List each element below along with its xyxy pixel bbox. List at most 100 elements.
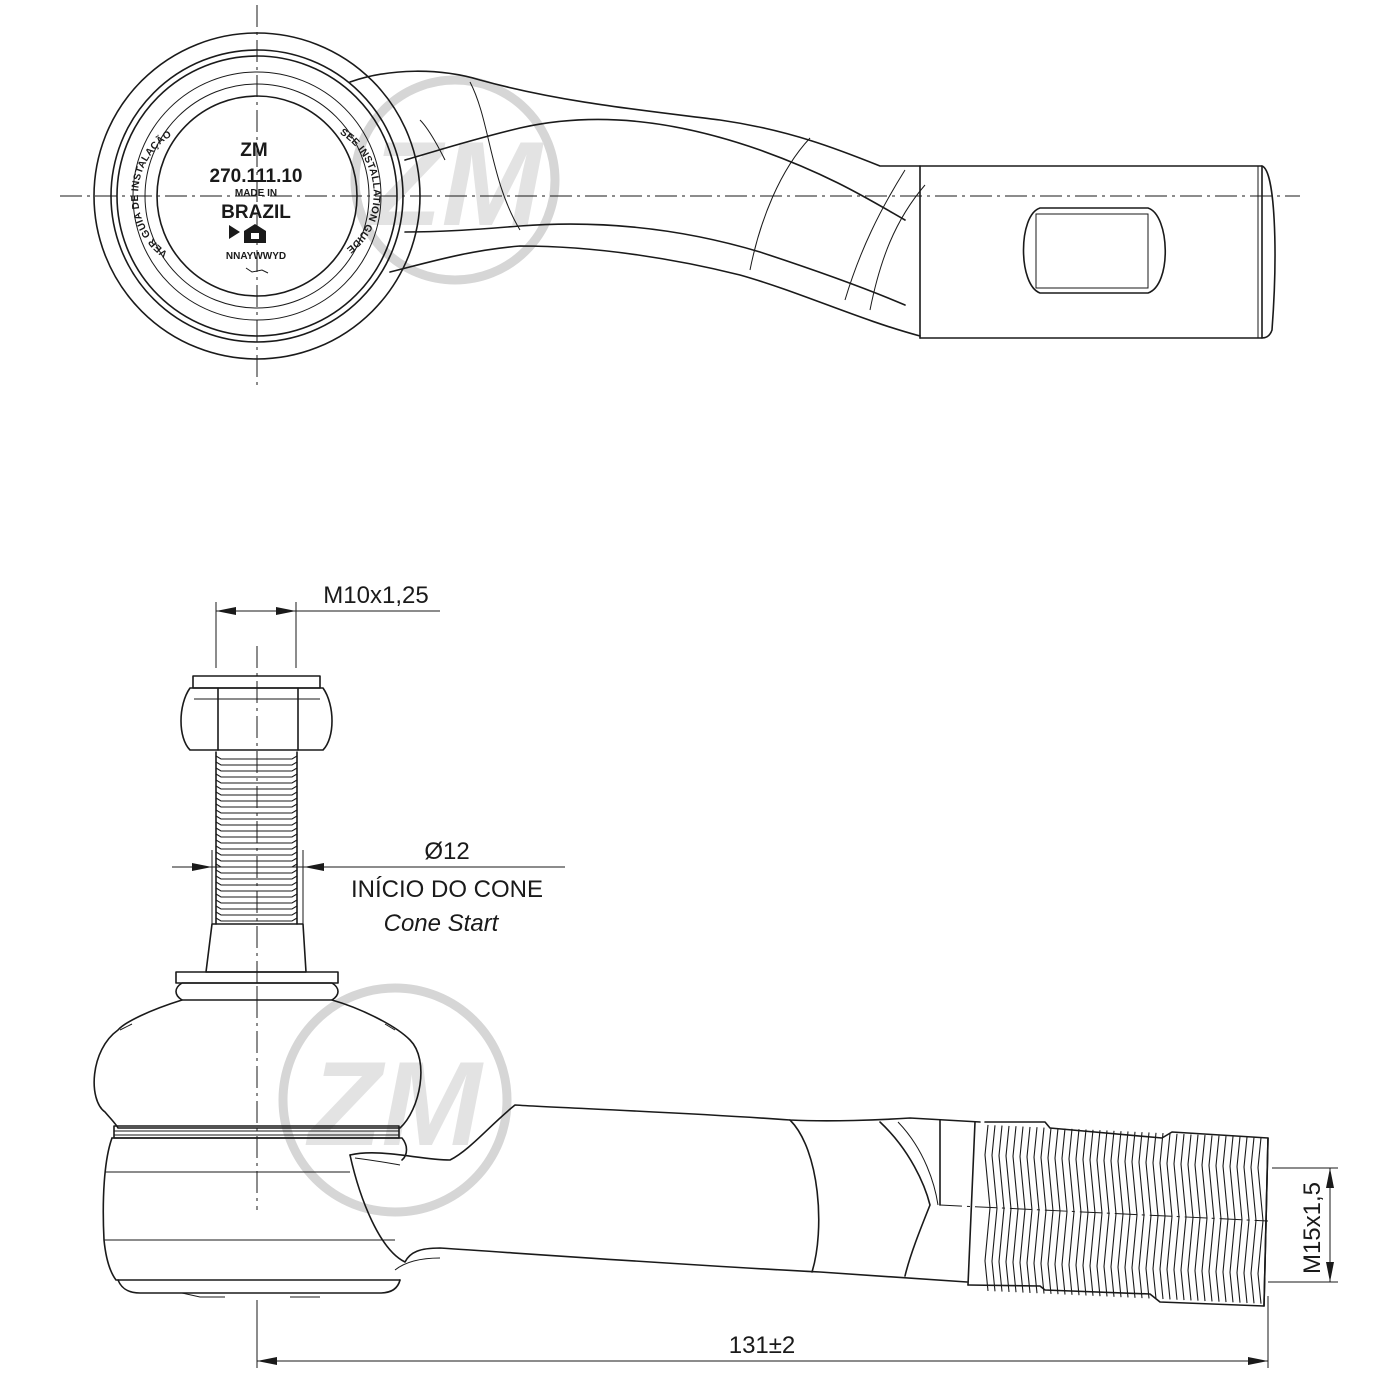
stud-thread-line xyxy=(215,845,298,850)
tube-thread-line xyxy=(991,1125,998,1292)
stud-thread-line xyxy=(215,839,298,844)
logo-icon xyxy=(229,224,266,243)
stud-thread-line xyxy=(215,911,298,916)
cone-start-pt-label: INÍCIO DO CONE xyxy=(351,876,543,903)
tube-thread-line xyxy=(1033,1127,1040,1294)
top-view: VER GUIA DE INSTALAÇÃO SEE INSTALLATION … xyxy=(60,5,1300,390)
stud-thread-line xyxy=(215,803,298,808)
watermark-top: ZM xyxy=(350,75,560,285)
stud-thread-label: M10x1,25 xyxy=(323,582,428,609)
stud-thread-line xyxy=(215,791,298,796)
made-in-label: MADE IN xyxy=(235,188,277,199)
tube-thread-line xyxy=(1040,1127,1047,1294)
tube-thread-line xyxy=(1096,1130,1103,1297)
tube-thread-line xyxy=(1166,1133,1173,1300)
tube-thread-line xyxy=(1068,1128,1075,1295)
tube-thread-line xyxy=(1187,1134,1194,1301)
tube-thread-line xyxy=(1222,1135,1229,1303)
stud-thread-line xyxy=(215,821,298,826)
cone-diameter-label: Ø12 xyxy=(424,838,469,865)
tube-thread-line xyxy=(1012,1126,1019,1293)
tube-thread-line xyxy=(1075,1129,1082,1296)
tube-thread-line xyxy=(1152,1132,1159,1299)
tube-thread-line xyxy=(1131,1131,1138,1298)
stud-thread-line xyxy=(215,815,298,820)
tube-thread-line xyxy=(1124,1131,1131,1298)
tube-thread-line xyxy=(1201,1135,1208,1302)
tube-top xyxy=(919,165,1276,339)
clamp-slot xyxy=(1022,207,1166,294)
tube-thread-line xyxy=(1026,1126,1033,1293)
stud-thread-line xyxy=(215,851,298,856)
dim-overall-length: 131±2 xyxy=(256,1296,1269,1368)
tube-thread-line xyxy=(1215,1135,1222,1302)
tube-thread-line xyxy=(1243,1136,1250,1304)
tube-thread-line xyxy=(1089,1129,1096,1296)
dim-tube-thread: M15x1,5 xyxy=(1268,1167,1338,1283)
brand-mark: ZM xyxy=(240,140,267,161)
stud-thread-line xyxy=(215,767,298,772)
stud-thread-line xyxy=(215,809,298,814)
dim-stud-thread: M10x1,25 xyxy=(215,582,440,668)
tube-thread-line xyxy=(1117,1131,1124,1298)
tube-thread-line xyxy=(1047,1127,1054,1294)
stud-thread-line xyxy=(215,785,298,790)
tube-thread-line xyxy=(1250,1137,1257,1304)
tube-thread-line xyxy=(984,1124,991,1291)
stud-thread-line xyxy=(215,905,298,910)
tube-thread-line xyxy=(1173,1133,1180,1300)
date-code: NNAYWWYD xyxy=(226,251,286,262)
tube-thread-line xyxy=(1229,1136,1236,1303)
tube-thread-line xyxy=(1061,1128,1068,1295)
tube-thread-line xyxy=(1138,1132,1145,1299)
tube-thread-line xyxy=(1236,1136,1243,1303)
stud-cone xyxy=(205,923,307,973)
stud-thread-line xyxy=(215,875,298,880)
stud-thread-line xyxy=(215,761,298,766)
stud-thread-line xyxy=(215,899,298,904)
stud-thread-line xyxy=(215,827,298,832)
tube-thread-line xyxy=(1005,1125,1012,1292)
socket-housing xyxy=(102,1137,408,1298)
stud-thread-line xyxy=(215,797,298,802)
watermark-text: ZM xyxy=(305,1037,484,1171)
stud-thread-line xyxy=(215,755,298,760)
tube-thread-line xyxy=(1019,1126,1026,1293)
overall-length-label: 131±2 xyxy=(729,1332,796,1359)
tube-thread-line xyxy=(1082,1129,1089,1296)
tube-thread-line xyxy=(1145,1132,1152,1299)
watermark-bottom: ZM xyxy=(278,983,512,1217)
arm-side xyxy=(349,1104,981,1286)
side-view: M10x1,25 Ø12 INÍCIO DO CONE Cone Start M… xyxy=(93,582,1338,1368)
tube-thread-line xyxy=(1159,1133,1166,1300)
stud-thread-line xyxy=(215,857,298,862)
stud-thread-line xyxy=(215,869,298,874)
tube-thread-line xyxy=(998,1125,1005,1292)
stud-thread-line xyxy=(215,917,298,922)
tube-centerline xyxy=(939,1204,1269,1222)
stud-thread-line xyxy=(215,779,298,784)
cone-start-en-label: Cone Start xyxy=(384,910,500,937)
tube-thread-line xyxy=(1054,1128,1061,1295)
country-label: BRAZIL xyxy=(221,202,291,223)
dust-boot xyxy=(93,971,422,1129)
tube-thread-line xyxy=(1180,1134,1187,1301)
watermark-text: ZM xyxy=(365,117,544,251)
threaded-tube xyxy=(967,1121,1269,1307)
stud-thread-line xyxy=(215,833,298,838)
stud-thread-line xyxy=(215,893,298,898)
tube-thread-label: M15x1,5 xyxy=(1299,1182,1326,1274)
part-number: 270.111.10 xyxy=(210,166,303,187)
part-marking: VER GUIA DE INSTALAÇÃO SEE INSTALLATION … xyxy=(130,127,381,274)
threaded-stud xyxy=(215,751,298,925)
ball-housing-top xyxy=(93,32,421,360)
stud-thread-line xyxy=(215,773,298,778)
tube-thread-line xyxy=(1257,1137,1264,1304)
hex-nut xyxy=(180,675,333,751)
stud-thread-line xyxy=(215,881,298,886)
arm-top xyxy=(349,70,926,337)
tube-thread-line xyxy=(1103,1130,1110,1297)
symbol-icon xyxy=(245,267,269,274)
stud-thread-line xyxy=(215,887,298,892)
